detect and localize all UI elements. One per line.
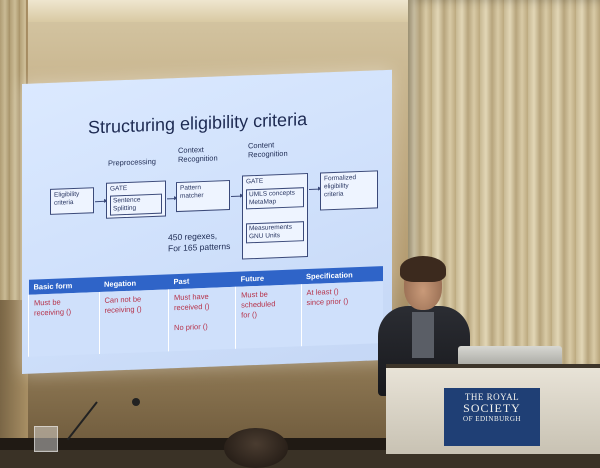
formalized-criteria-box: Formalized eligibility criteria	[320, 170, 378, 211]
cell-negation: Can not be receiving ()	[99, 289, 169, 355]
gate-preprocessing-box: GATE Sentence Splitting	[106, 180, 166, 219]
plaque-line-3: OF EDINBURGH	[463, 415, 521, 423]
water-glass	[34, 426, 58, 452]
stage-preprocessing: Preprocessing	[108, 156, 156, 168]
gate-label: GATE	[110, 184, 128, 193]
gate-label: GATE	[246, 177, 264, 186]
arrow-2	[167, 198, 175, 200]
plaque-line-2: SOCIETY	[463, 401, 521, 415]
pattern-matcher-box: Pattern matcher	[176, 180, 230, 213]
stage-content-recognition: Content Recognition	[248, 140, 288, 160]
laptop	[458, 346, 562, 366]
arrow-4	[309, 188, 319, 190]
stage-context-recognition: Context Recognition	[178, 145, 218, 165]
gate-content-box: GATE UMLS concepts MetaMap Measurements …	[242, 173, 308, 260]
microphone-icon	[132, 398, 140, 406]
eligibility-criteria-box: Eligibility criteria	[50, 187, 94, 215]
arrow-1	[95, 200, 105, 203]
criteria-table: Basic form Negation Past Future Specific…	[28, 266, 383, 357]
speaker-shirt	[412, 312, 434, 358]
slide-title: Structuring eligibility criteria	[88, 109, 308, 138]
cell-basic-form: Must be receiving ()	[28, 292, 99, 357]
umls-metamap-box: UMLS concepts MetaMap	[246, 187, 304, 210]
cell-future: Must be scheduled for ()	[235, 284, 302, 349]
projected-slide: Structuring eligibility criteria Preproc…	[22, 69, 392, 374]
measurements-gnu-units-box: Measurements GNU Units	[246, 221, 304, 244]
cell-specification: At least () since prior ()	[301, 281, 383, 347]
speaker-hair	[400, 256, 446, 282]
sentence-splitting-box: Sentence Splitting	[110, 193, 162, 216]
left-curtain	[0, 0, 26, 300]
front-table	[0, 438, 386, 450]
audience-head	[224, 428, 288, 468]
plaque-line-1: THE ROYAL	[464, 392, 520, 402]
regex-note: 450 regexes, For 165 patterns	[168, 230, 231, 254]
table-row: Must be receiving () Can not be receivin…	[28, 281, 383, 357]
royal-society-plaque: THE ROYAL SOCIETY OF EDINBURGH	[444, 388, 540, 446]
cell-past: Must have received () No prior ()	[168, 286, 236, 352]
arrow-3	[231, 195, 241, 197]
